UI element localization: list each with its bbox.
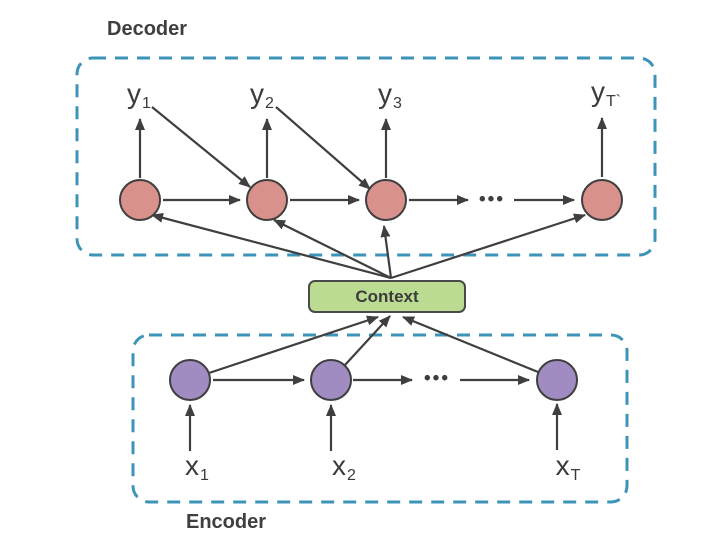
encoder-node-1 [169, 359, 211, 401]
encoder-node-3 [536, 359, 578, 401]
decoder-title: Decoder [107, 18, 188, 40]
context-to-decoder-arrows [151, 212, 586, 280]
decoder-node-2 [246, 179, 288, 221]
decoder-feedback-arrows [151, 106, 371, 190]
decoder-ellipsis: ••• [479, 189, 505, 210]
encoder-ellipsis: ••• [424, 368, 450, 389]
decoder-node-1 [119, 179, 161, 221]
decoder-box [75, 56, 657, 257]
encoder-box [131, 333, 629, 504]
decoder-output-arrows [135, 117, 607, 178]
decoder-node-4 [581, 179, 623, 221]
context-box: Context [308, 280, 466, 313]
encoder-title: Encoder [186, 511, 267, 533]
encoder-node-2 [310, 359, 352, 401]
input-arrows [185, 403, 562, 451]
decoder-node-3 [365, 179, 407, 221]
encoder-to-context-arrows [208, 315, 539, 375]
